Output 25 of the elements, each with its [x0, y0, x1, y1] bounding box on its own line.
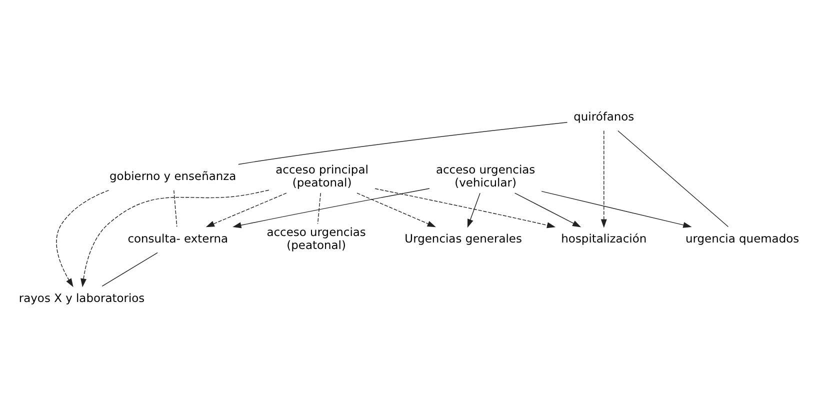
arrow [514, 192, 582, 228]
node-text: rayos X y laboratorios [18, 290, 145, 305]
arrow [80, 190, 270, 288]
node-text: hospitalización [561, 231, 647, 246]
connector [102, 252, 158, 287]
arrow [232, 188, 430, 228]
arrow [374, 188, 556, 228]
connector [174, 190, 178, 228]
arrow [206, 192, 287, 228]
node-text: acceso urgencias (peatonal) [266, 224, 366, 252]
connector [238, 122, 568, 165]
node-text: consulta- externa [128, 231, 228, 246]
arrow [467, 192, 480, 228]
connector [317, 192, 321, 224]
node-text: gobierno y enseñanza [110, 169, 236, 184]
node-text: acceso principal (peatonal) [276, 162, 368, 190]
node-text: urgencia quemados [685, 231, 800, 246]
node-text: quirófanos [574, 110, 634, 124]
node-text: acceso urgencias (vehicular) [436, 162, 536, 190]
arrow [600, 130, 607, 228]
arrow [56, 190, 110, 288]
node-text: Urgencias generales [404, 231, 522, 246]
arrow [356, 192, 436, 228]
arrow [541, 190, 692, 228]
connector [618, 130, 729, 228]
